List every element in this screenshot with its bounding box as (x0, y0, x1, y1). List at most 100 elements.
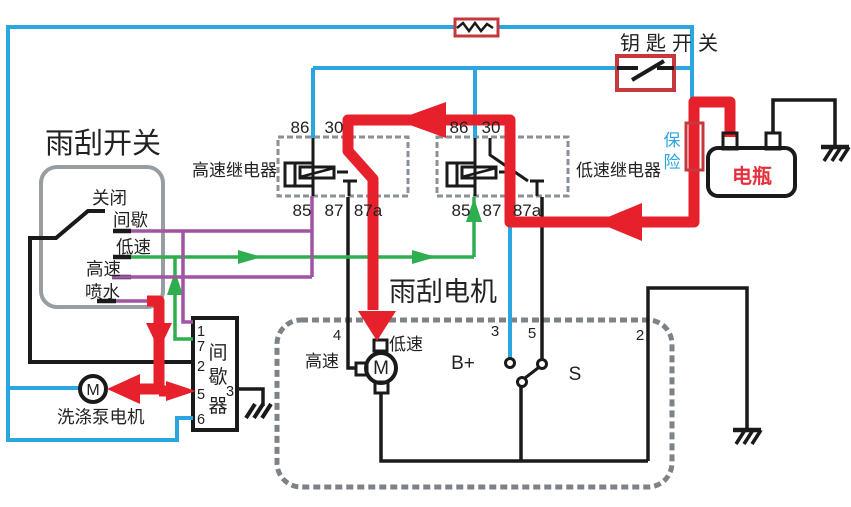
intermittent-ground-icon (244, 402, 273, 420)
green-arrow-up-2 (466, 198, 482, 222)
motor-ground-icon (733, 427, 763, 445)
green-arrow-right-2 (412, 250, 436, 264)
fuse-label-char1: 保 (664, 131, 681, 150)
pos-wash-label: 喷水 (85, 282, 120, 302)
motor-m-letter: M (373, 358, 389, 379)
ls-relay-internals (445, 138, 544, 196)
park-pivot-contact (516, 376, 528, 388)
fuse-box (684, 121, 705, 172)
hs-relay-name: 高速继电器 (192, 161, 277, 180)
hs-term-85: 85 (293, 201, 312, 220)
pin2-ground-wire (646, 286, 749, 461)
intermittent-unit-box (191, 316, 239, 432)
washer-m-letter: M (86, 382, 99, 399)
hs-relay-internals (283, 138, 357, 196)
battery-label: 电瓶 (732, 164, 772, 188)
green-wires (131, 197, 482, 341)
washer-pump-label: 洗涤泵电机 (57, 407, 145, 427)
park-switch-arm (524, 366, 539, 380)
battery-positive-terminal (721, 131, 739, 151)
int-pin7: 7 (197, 339, 205, 355)
key-switch-icon (617, 59, 674, 82)
pos-low-label: 低速 (116, 237, 151, 257)
supply-border-wire (6, 25, 694, 442)
motor-low-label: 低速 (389, 335, 423, 354)
hs-term-87a: 87a (354, 201, 383, 220)
switch-arm-and-pin2-wire (28, 209, 193, 364)
pos-intermittent-label: 间歇 (113, 210, 148, 230)
ls-armature (488, 138, 544, 196)
pos-off-label: 关闭 (92, 188, 127, 208)
wiper-switch-title: 雨刮开关 (45, 127, 161, 160)
int-pin3: 3 (226, 384, 234, 400)
motor-pin3-label: 3 (491, 323, 499, 340)
hs-term-87: 87 (325, 201, 344, 220)
ls-term-85: 85 (452, 201, 471, 220)
red-flow-path (107, 96, 736, 404)
ls-term-87: 87 (483, 201, 502, 220)
red-arrow-down-wash (146, 323, 172, 350)
ls-relay-name: 低速继电器 (576, 161, 661, 180)
wash-flow (147, 295, 165, 391)
pin1-line (181, 231, 193, 324)
ls-coil-body (460, 165, 498, 180)
red-arrow-left-top (396, 102, 446, 138)
motor-top-terminal (372, 338, 389, 353)
low-speed-relay-box (435, 135, 570, 198)
motor-s-label: S (569, 364, 582, 385)
int-name-char3: 器 (208, 396, 227, 417)
battery-ground-wire (771, 98, 837, 147)
ground-hatches (822, 146, 851, 162)
hs-87-contact (343, 179, 357, 196)
int-pin1: 1 (197, 324, 205, 340)
ls-term-30: 30 (482, 118, 501, 137)
motor-pin2-label: 2 (636, 327, 644, 344)
battery-ground-icon (821, 144, 851, 162)
motor-pin4-label: 4 (333, 327, 341, 344)
int-pin2: 2 (197, 359, 205, 375)
fuse-label-char2: 险 (664, 153, 681, 172)
hs-term-30: 30 (325, 118, 344, 137)
labels: 雨刮开关 关闭 间歇 低速 高速 喷水 高速继电器 低速继电器 86 30 85… (45, 32, 772, 428)
int-name-char1: 间 (208, 342, 227, 364)
hs-coil-resistor (283, 161, 297, 188)
motor-bplus-label: B+ (451, 353, 475, 374)
ls-coil-slash (461, 166, 497, 179)
ground-hatches (734, 429, 763, 445)
motor-pin5-label: 5 (528, 325, 536, 342)
ls-term-86: 86 (450, 118, 469, 137)
hs-coil-slash (299, 166, 335, 179)
hs-term-86: 86 (291, 118, 310, 137)
int-name-char2: 歇 (208, 366, 227, 388)
key-switch-label: 钥匙开关 (620, 32, 724, 55)
int-pin5: 5 (197, 387, 205, 403)
ls-term-87a: 87a (513, 201, 542, 220)
component-boxes (39, 135, 675, 490)
red-arrow-left-bottom (596, 203, 642, 241)
washer-motor-circle (78, 374, 108, 404)
battery-body (706, 146, 797, 198)
wiper-motor-title: 雨刮电机 (389, 277, 497, 307)
cyan-wires (6, 25, 694, 442)
motor-high-label: 高速 (305, 352, 339, 371)
red-arrow-to-pin5 (166, 381, 196, 401)
motor-bottom-terminal (373, 380, 390, 395)
fusible-link-icon (456, 20, 494, 34)
pos-high-label: 高速 (86, 259, 121, 279)
battery-negative-terminal (764, 131, 782, 151)
motor-left-terminal (354, 361, 369, 377)
int-pin6: 6 (197, 412, 205, 428)
green-arrow-up-1 (167, 271, 183, 295)
pin3-contact (504, 357, 516, 369)
pin5-contact (536, 358, 548, 370)
motor-bottom-rail (379, 393, 648, 463)
purple-wires (112, 196, 314, 324)
green-arrow-right-1 (238, 250, 262, 264)
battery-to-motor-flow (342, 96, 736, 310)
wiper-motor-box (274, 317, 675, 490)
red-arrow-down-motor (358, 311, 396, 341)
red-arrow-to-washer (107, 374, 140, 404)
hs-relay-87-to-motor-wire (346, 197, 357, 370)
